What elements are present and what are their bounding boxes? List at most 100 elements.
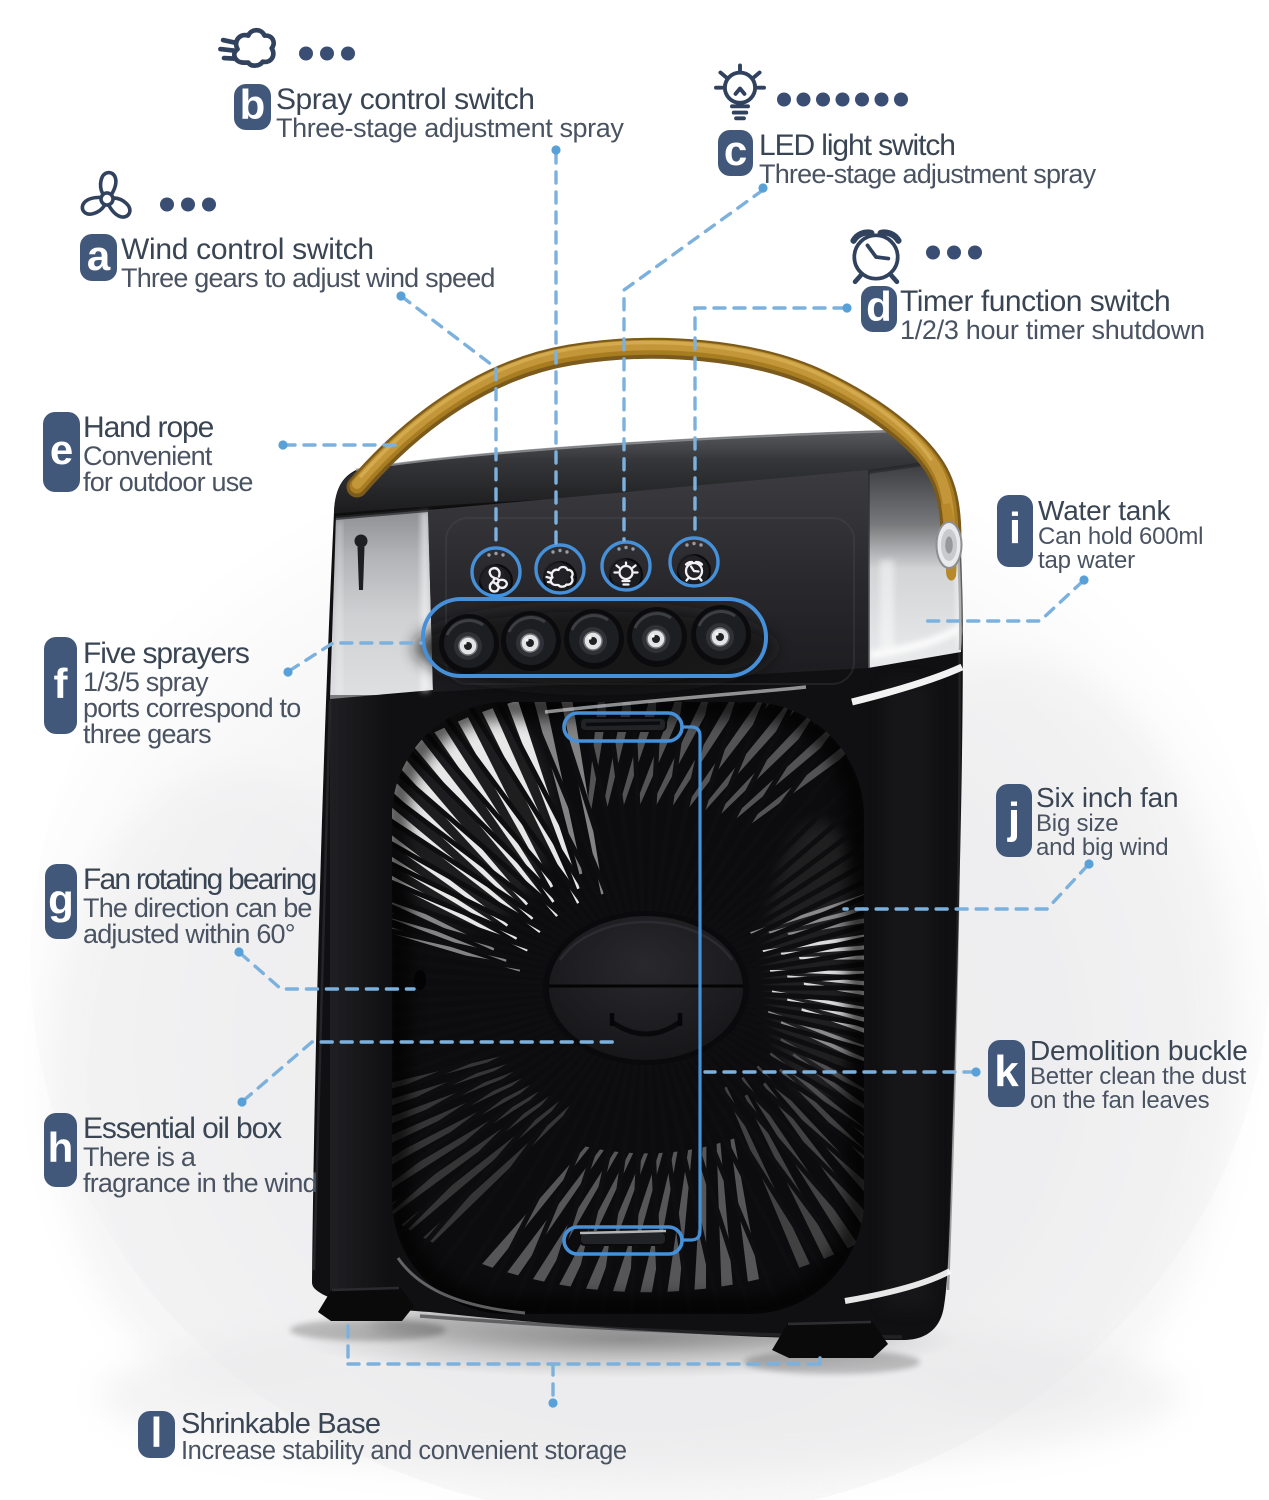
steam-puff-icon <box>218 27 276 68</box>
sprayer-nozzle <box>501 611 561 671</box>
water-tank-left-panel <box>330 508 433 699</box>
callout-text: Wind control switch Three gears to adjus… <box>121 233 495 293</box>
callout-line: tap water <box>1038 547 1135 574</box>
callout-text: Shrinkable Base Increase stability and c… <box>181 1409 627 1464</box>
callout-title: Shrinkable Base <box>181 1408 381 1440</box>
callout-line: Three-stage adjustment spray <box>759 159 1096 189</box>
sprayers-highlight <box>421 597 768 678</box>
callout-line-g <box>238 951 416 991</box>
callout-line-d <box>693 306 847 538</box>
callout-line-l <box>346 1324 822 1398</box>
handle-rivet <box>935 503 963 581</box>
callout-letter-badge-d: d <box>861 286 897 332</box>
callout-title: Spray control switch <box>276 83 535 116</box>
callout-title: Essential oil box <box>83 1112 282 1145</box>
device-body <box>312 429 964 1358</box>
button-highlight-rings <box>470 536 720 598</box>
ellipsis-dots-b <box>299 46 355 61</box>
callout-letter-badge-i: i <box>997 495 1033 567</box>
callout-line: for outdoor use <box>83 467 253 497</box>
callout-title: Wind control switch <box>121 233 374 266</box>
buckle-clip-top <box>579 717 667 732</box>
callout-line-j <box>842 863 1090 911</box>
callout-line: There is a <box>83 1142 196 1172</box>
timer-button <box>677 541 711 588</box>
callout-line: Can hold 600ml <box>1038 523 1204 550</box>
callout-line: and big wind <box>1036 834 1169 861</box>
callout-letter-badge-b: b <box>234 84 271 130</box>
callout-line: on the fan leaves <box>1030 1087 1210 1114</box>
callout-letter-badge-j: j <box>996 784 1032 857</box>
callout-line: 1/2/3 hour timer shutdown <box>900 315 1205 345</box>
fan-speed-button <box>479 551 513 598</box>
callout-title: Fan rotating bearing <box>83 863 317 896</box>
callout-text: Five sprayers 1/3/5 spray ports correspo… <box>83 637 301 749</box>
callout-text: Timer function switch 1/2/3 hour timer s… <box>900 285 1205 345</box>
callout-line: adjusted within 60° <box>83 919 296 949</box>
callout-letter-badge-f: f <box>44 637 77 734</box>
callout-letter-badge-c: c <box>718 130 753 176</box>
led-bulb-icon <box>714 63 766 121</box>
callout-letter-badge-a: a <box>80 234 117 281</box>
ellipsis-dots-d <box>926 245 982 260</box>
callout-text: Spray control switch Three-stage adjustm… <box>276 83 624 143</box>
callout-line: fragrance in the wind <box>83 1168 318 1198</box>
hanging-keyhole <box>354 534 368 590</box>
callout-line-c <box>622 188 765 542</box>
callout-letter-badge-e: e <box>43 412 80 492</box>
callout-line: Three-stage adjustment spray <box>276 113 624 143</box>
callout-title: Water tank <box>1038 495 1171 526</box>
pivot-hole <box>414 970 426 990</box>
callout-letter-badge-l: l <box>138 1411 175 1458</box>
base-foot-right <box>772 1320 888 1358</box>
ellipsis-dots-c <box>777 92 908 107</box>
callout-text: Fan rotating bearing The direction can b… <box>83 863 317 949</box>
buckle-clip-bottom <box>579 1229 667 1246</box>
callout-title: Timer function switch <box>900 285 1171 318</box>
callout-line: Three gears to adjust wind speed <box>121 263 495 293</box>
callout-letter-badge-h: h <box>44 1113 77 1187</box>
callout-text: LED light switch Three-stage adjustment … <box>759 130 1096 189</box>
callout-line-h <box>241 1040 623 1103</box>
callout-line: Convenient <box>83 441 212 471</box>
buckle-connector-line <box>682 725 702 1242</box>
alarm-clock-icon <box>850 229 902 285</box>
callout-title: Six inch fan <box>1036 782 1179 813</box>
ellipsis-dots-a <box>160 197 216 212</box>
callout-line: The direction can be <box>83 893 312 923</box>
callout-title: Five sprayers <box>83 637 250 670</box>
sprayer-nozzle <box>691 605 751 665</box>
fan-propeller-icon <box>80 170 132 219</box>
sprayer-nozzle <box>439 614 499 674</box>
callout-line-f <box>287 641 423 673</box>
spray-button <box>543 548 577 595</box>
callout-text: Hand rope Convenient for outdoor use <box>83 411 253 497</box>
callout-text: Demolition buckle Better clean the dust … <box>1030 1037 1248 1113</box>
callout-line: 1/3/5 spray <box>83 667 209 697</box>
callout-title: Hand rope <box>83 411 214 444</box>
led-light-button <box>609 545 643 592</box>
feature-highlights <box>421 536 768 1256</box>
callout-title: Demolition buckle <box>1030 1035 1248 1066</box>
legend-icons <box>80 27 982 285</box>
callout-line-a <box>399 294 498 548</box>
fan-hub <box>543 911 749 1065</box>
callout-letter-badge-k: k <box>988 1040 1025 1107</box>
base-foot-left <box>318 1286 414 1321</box>
callout-dots <box>234 145 1094 1408</box>
callout-line-i <box>924 579 1085 623</box>
sprayer-nozzle <box>627 607 687 667</box>
sprayer-nozzle <box>564 609 624 669</box>
callout-line: Big size <box>1036 810 1119 837</box>
callout-letter-badge-g: g <box>45 864 77 939</box>
fan-grille <box>392 663 964 1315</box>
callout-line: Better clean the dust <box>1030 1063 1246 1090</box>
callout-line: three gears <box>83 719 212 749</box>
callout-lines <box>238 150 1090 1398</box>
callout-text: Essential oil box There is a fragrance i… <box>83 1112 318 1198</box>
callout-line: Increase stability and convenient storag… <box>181 1437 627 1465</box>
callout-text: Water tank Can hold 600ml tap water <box>1038 495 1204 574</box>
callout-text: Six inch fan Big size and big wind <box>1036 782 1179 861</box>
